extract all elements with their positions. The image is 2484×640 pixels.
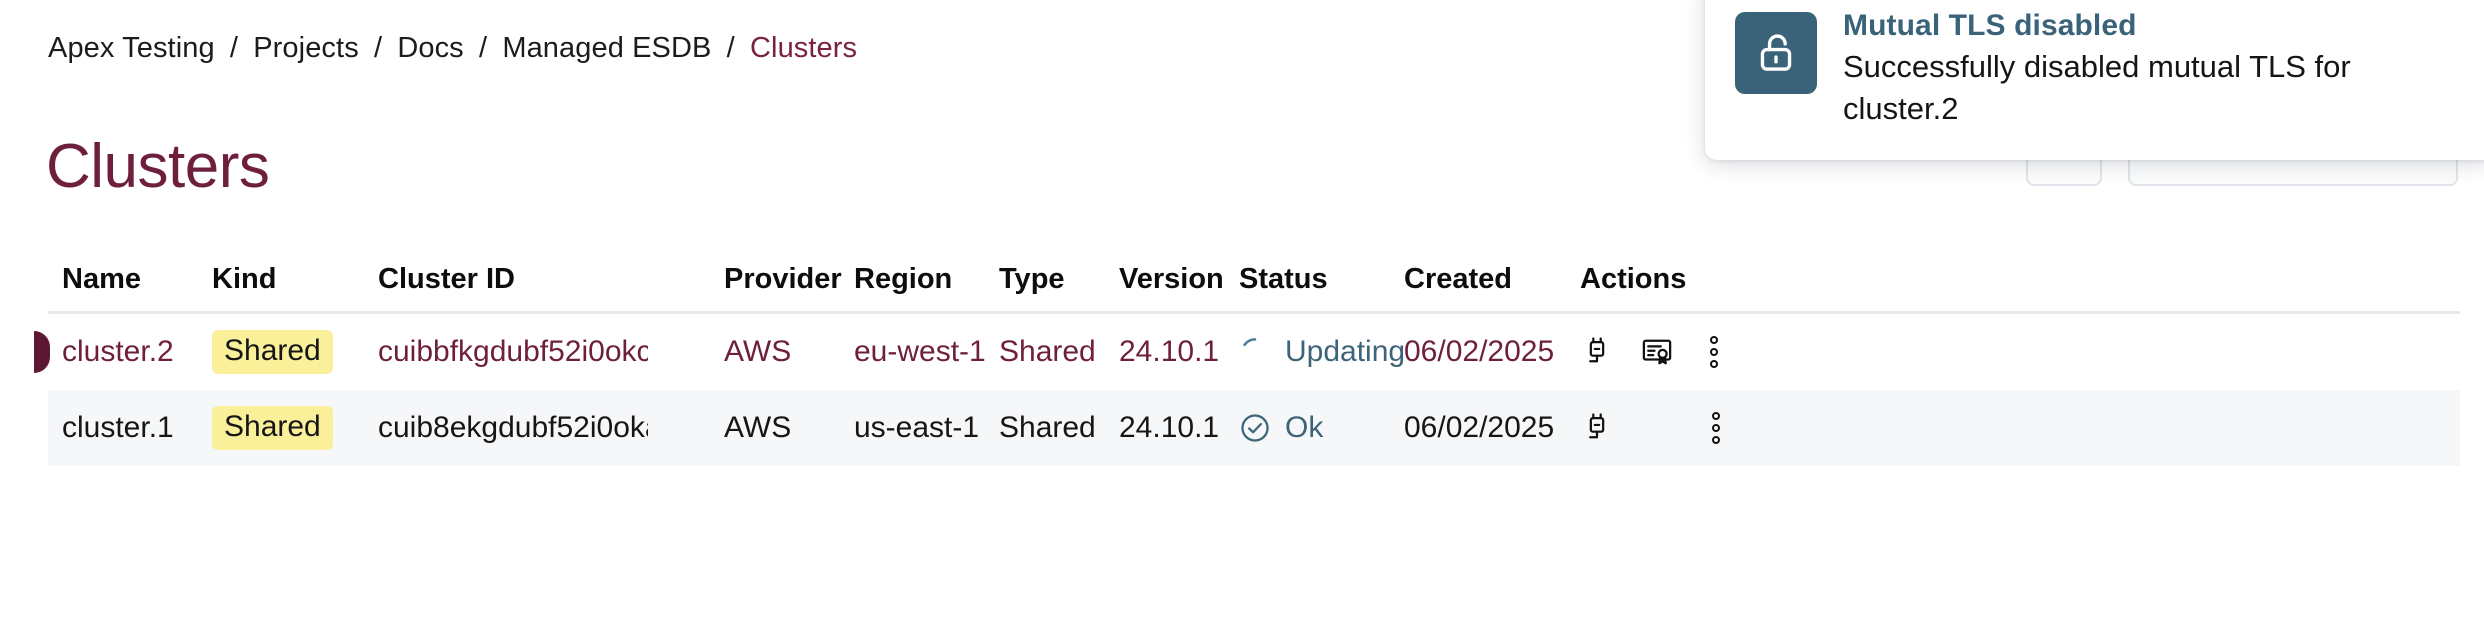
certificate-icon[interactable]	[1640, 335, 1674, 369]
breadcrumb-item-docs[interactable]: Docs	[397, 32, 464, 64]
cell-kind: Shared	[212, 405, 334, 451]
column-header-type[interactable]: Type	[999, 263, 1065, 295]
cell-actions	[1580, 410, 1740, 446]
check-circle-icon	[1239, 412, 1271, 444]
breadcrumb-item-clusters[interactable]: Clusters	[749, 32, 858, 64]
cell-kind: Shared	[212, 329, 334, 375]
row-selected-marker	[34, 331, 50, 373]
page-title: Clusters	[46, 131, 270, 201]
cell-name[interactable]: cluster.2	[62, 335, 174, 368]
status-badge: Ok	[1239, 411, 1323, 445]
cell-region: eu-west-1	[854, 335, 986, 368]
status-badge: Updating	[1239, 335, 1404, 369]
cell-status: Ok	[1239, 411, 1404, 445]
kind-badge: Shared	[212, 405, 333, 451]
status-label: Ok	[1285, 411, 1324, 444]
column-header-version[interactable]: Version	[1119, 263, 1224, 295]
cell-cluster-id[interactable]: cuib8ekgdubf52i0okag	[378, 411, 648, 444]
cell-created: 06/02/2025	[1404, 335, 1555, 368]
kebab-menu-icon[interactable]	[1700, 334, 1728, 370]
cell-region: us-east-1	[854, 411, 980, 444]
column-header-cluster-id[interactable]: Cluster ID	[378, 263, 515, 295]
plug-icon[interactable]	[1580, 335, 1614, 369]
column-header-region[interactable]: Region	[854, 263, 953, 295]
cell-provider: AWS	[724, 335, 792, 368]
toast-body: Mutual TLS disabled Successfully disable…	[1843, 4, 2443, 130]
cell-version: 24.10.1	[1119, 335, 1220, 368]
breadcrumb-separator: /	[373, 32, 383, 64]
toast-title: Mutual TLS disabled	[1843, 9, 2137, 42]
table-row[interactable]: cluster.1 Shared cuib8ekgdubf52i0okag AW…	[48, 390, 2460, 466]
row-actions	[1580, 410, 1730, 446]
cell-version: 24.10.1	[1119, 411, 1220, 444]
cell-actions	[1580, 334, 1740, 370]
toast-notification[interactable]: Mutual TLS disabled Successfully disable…	[1705, 0, 2484, 160]
table-row[interactable]: cluster.2 Shared cuibbfkgdubf52i0okcg AW…	[34, 314, 2460, 390]
column-header-name[interactable]: Name	[62, 263, 141, 295]
spinner-icon	[1239, 336, 1271, 368]
breadcrumb-item-apex-testing[interactable]: Apex Testing	[48, 32, 215, 64]
column-header-actions: Actions	[1580, 263, 1687, 295]
plug-icon[interactable]	[1580, 411, 1614, 445]
cell-status: Updating	[1239, 335, 1404, 369]
cell-provider: AWS	[724, 411, 792, 444]
column-header-created[interactable]: Created	[1404, 263, 1512, 295]
table-header-row: Name Kind Cluster ID Provider Region Typ…	[48, 248, 2460, 314]
unlock-icon	[1735, 12, 1817, 94]
cell-type: Shared	[999, 335, 1096, 368]
column-header-kind[interactable]: Kind	[212, 263, 277, 295]
status-label: Updating	[1285, 335, 1404, 368]
column-header-status[interactable]: Status	[1239, 263, 1328, 295]
row-actions	[1580, 334, 1728, 370]
cell-cluster-id[interactable]: cuibbfkgdubf52i0okcg	[378, 335, 648, 368]
breadcrumb: Apex Testing / Projects / Docs / Managed…	[48, 30, 857, 66]
kebab-menu-icon[interactable]	[1702, 410, 1730, 446]
breadcrumb-separator: /	[726, 32, 735, 64]
breadcrumb-item-projects[interactable]: Projects	[253, 32, 359, 64]
cell-type: Shared	[999, 411, 1096, 444]
toast-message: Successfully disabled mutual TLS for clu…	[1843, 49, 2351, 126]
breadcrumb-separator: /	[478, 32, 488, 64]
cell-created: 06/02/2025	[1404, 411, 1555, 444]
column-header-provider[interactable]: Provider	[724, 263, 842, 295]
clusters-table: Name Kind Cluster ID Provider Region Typ…	[34, 248, 2460, 466]
breadcrumb-separator: /	[229, 32, 239, 64]
breadcrumb-item-managed-esdb[interactable]: Managed ESDB	[502, 32, 712, 64]
cell-name[interactable]: cluster.1	[62, 411, 174, 444]
kind-badge: Shared	[212, 329, 333, 375]
